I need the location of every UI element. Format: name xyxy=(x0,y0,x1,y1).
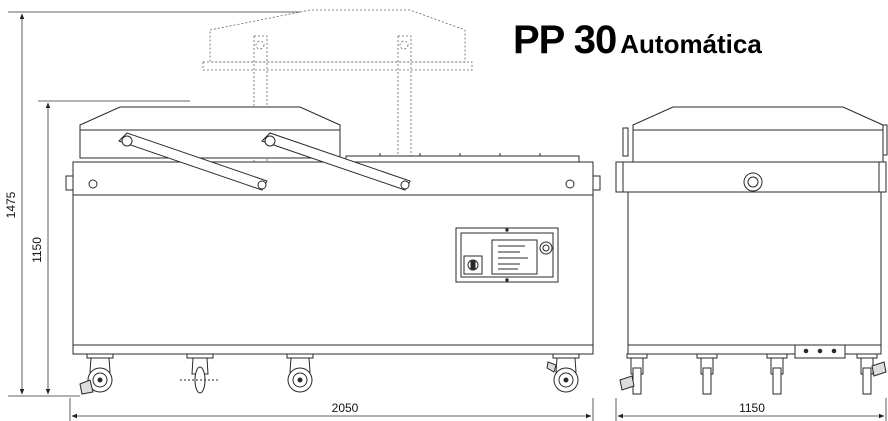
front-casters xyxy=(79,353,580,395)
stop-button-icon xyxy=(539,241,553,255)
dimension-side-depth xyxy=(615,398,887,421)
side-caster-1 xyxy=(619,353,648,395)
dimension-front-width xyxy=(69,398,594,421)
caster-4 xyxy=(546,353,580,393)
model-name: PP 30 xyxy=(513,18,617,62)
dimension-label-total-height: 1475 xyxy=(4,191,18,218)
caster-2 xyxy=(180,353,220,394)
front-top-rail xyxy=(72,161,594,196)
front-bolt-left xyxy=(88,179,98,189)
dimension-label-front-width: 2050 xyxy=(332,401,359,415)
side-cabinet xyxy=(627,191,882,346)
front-work-plate xyxy=(345,155,580,163)
front-base xyxy=(72,344,594,355)
front-view xyxy=(65,106,601,355)
control-panel xyxy=(455,227,559,283)
dimension-label-side-depth: 1150 xyxy=(739,401,765,415)
dimension-body-height xyxy=(38,100,190,395)
dimension-total-height xyxy=(8,11,300,397)
side-view xyxy=(615,106,888,359)
caster-3 xyxy=(286,353,314,393)
lid-arm-left xyxy=(118,132,268,191)
side-caster-3 xyxy=(766,353,788,395)
dimension-label-body-height: 1150 xyxy=(30,237,44,263)
side-caster-4 xyxy=(856,353,887,395)
front-bolt-right xyxy=(565,179,575,189)
model-variant: Automática xyxy=(620,29,762,59)
caster-1 xyxy=(79,353,114,395)
side-casters xyxy=(619,353,887,395)
side-lid xyxy=(632,106,884,163)
side-caster-2 xyxy=(696,353,718,395)
side-base xyxy=(627,344,882,355)
lid-arm-right xyxy=(261,132,411,191)
